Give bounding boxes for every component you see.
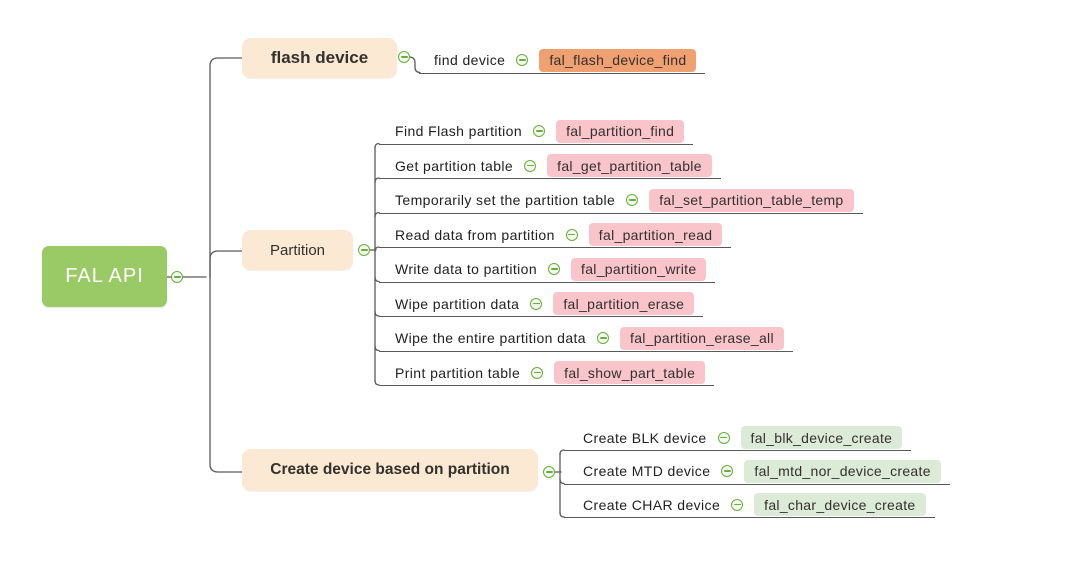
api-node[interactable]: fal_partition_erase_all (620, 326, 784, 350)
collapse-minus-icon[interactable] (516, 54, 529, 66)
api-node[interactable]: fal_partition_find (556, 119, 685, 143)
child-node-label[interactable]: Temporarily set the partition table (395, 192, 616, 208)
child-node-label[interactable]: Print partition table (395, 364, 521, 381)
child-node-label[interactable]: Create MTD device (583, 463, 711, 479)
collapse-minus-icon[interactable] (597, 332, 609, 344)
leaf-row: Print partition table fal_show_part_tabl… (379, 360, 715, 386)
api-node[interactable]: fal_char_device_create (754, 493, 926, 516)
root-node-fal-api[interactable]: FAL API (42, 246, 167, 307)
collapse-minus-icon[interactable] (171, 271, 183, 283)
collapse-minus-icon[interactable] (530, 297, 543, 310)
api-node[interactable]: fal_flash_device_find (539, 48, 697, 72)
child-node-label[interactable]: Find Flash partition (395, 123, 523, 139)
api-node[interactable]: fal_partition_write (571, 257, 707, 281)
api-node[interactable]: fal_set_partition_table_temp (649, 188, 854, 212)
child-node-label[interactable]: Create CHAR device (583, 496, 721, 513)
leaf-row: Wipe partition data fal_partition_erase (379, 291, 704, 317)
collapse-minus-icon[interactable] (721, 465, 734, 477)
leaf-row: Temporarily set the partition table fal_… (379, 188, 863, 214)
api-node[interactable]: fal_show_part_table (554, 361, 706, 384)
leaf-row: Wipe the entire partition data fal_parti… (379, 326, 793, 352)
collapse-minus-icon[interactable] (565, 228, 578, 241)
collapse-minus-icon[interactable] (531, 366, 544, 379)
collapse-minus-icon[interactable] (731, 498, 744, 511)
collapse-minus-icon[interactable] (543, 466, 555, 478)
api-node[interactable]: fal_mtd_nor_device_create (744, 459, 941, 483)
collapse-minus-icon[interactable] (533, 125, 546, 137)
leaf-row: Get partition table fal_get_partition_ta… (379, 153, 721, 179)
child-node-label[interactable]: Wipe partition data (395, 295, 520, 312)
child-node-label[interactable]: find device (434, 52, 506, 68)
collapse-minus-icon[interactable] (626, 194, 639, 206)
api-node[interactable]: fal_partition_erase (553, 292, 695, 315)
branch-node-create-device[interactable]: Create device based on partition (242, 449, 538, 491)
leaf-row: Create MTD device fal_mtd_nor_device_cre… (564, 459, 950, 485)
api-node[interactable]: fal_partition_read (588, 223, 723, 246)
api-node[interactable]: fal_blk_device_create (740, 426, 903, 449)
collapse-minus-icon[interactable] (548, 263, 561, 275)
leaf-row: Create CHAR device fal_char_device_creat… (564, 492, 935, 518)
branch-node-flash-device[interactable]: flash device (242, 38, 397, 78)
child-node-label[interactable]: Read data from partition (395, 226, 555, 243)
collapse-minus-icon[interactable] (398, 51, 410, 63)
child-node-label[interactable]: Create BLK device (583, 429, 707, 446)
leaf-row: find device fal_flash_device_find (419, 48, 706, 74)
child-node-label[interactable]: Wipe the entire partition data (395, 330, 586, 346)
collapse-minus-icon[interactable] (358, 244, 370, 256)
leaf-row: Create BLK device fal_blk_device_create (564, 425, 912, 451)
branch-node-partition[interactable]: Partition (242, 230, 353, 270)
leaf-row: Find Flash partition fal_partition_find (379, 119, 694, 145)
leaf-row: Read data from partition fal_partition_r… (379, 222, 732, 248)
child-node-label[interactable]: Get partition table (395, 157, 514, 174)
child-node-label[interactable]: Write data to partition (395, 261, 538, 277)
leaf-row: Write data to partition fal_partition_wr… (379, 257, 716, 283)
collapse-minus-icon[interactable] (524, 159, 537, 172)
api-node[interactable]: fal_get_partition_table (547, 154, 712, 177)
collapse-minus-icon[interactable] (717, 431, 730, 444)
